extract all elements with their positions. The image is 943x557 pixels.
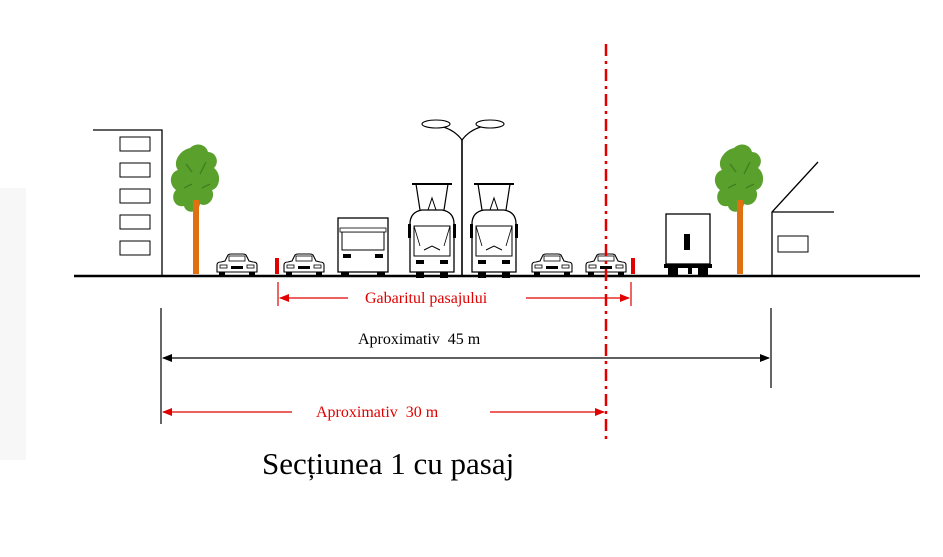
truck-icon [337, 217, 389, 276]
street-lamp-icon [421, 119, 505, 276]
tree-icon [170, 143, 220, 275]
section-caption: Secțiunea 1 cu pasaj [262, 446, 515, 481]
page-shade [0, 188, 26, 460]
car-icon [283, 253, 325, 277]
car-icon [216, 253, 258, 277]
curb-icon [631, 258, 635, 274]
half-label: Aproximativ 30 m [316, 404, 439, 421]
car-icon [531, 253, 573, 277]
tree-icon [714, 143, 764, 275]
building-icon [93, 129, 163, 276]
total-label: Aproximativ 45 m [358, 331, 481, 348]
curb-icon [275, 258, 279, 274]
house-icon [771, 161, 834, 276]
tram-icon [469, 183, 519, 279]
gauge-label: Gabaritul pasajului [365, 290, 488, 307]
truck-icon [664, 213, 712, 276]
tram-icon [407, 183, 457, 279]
